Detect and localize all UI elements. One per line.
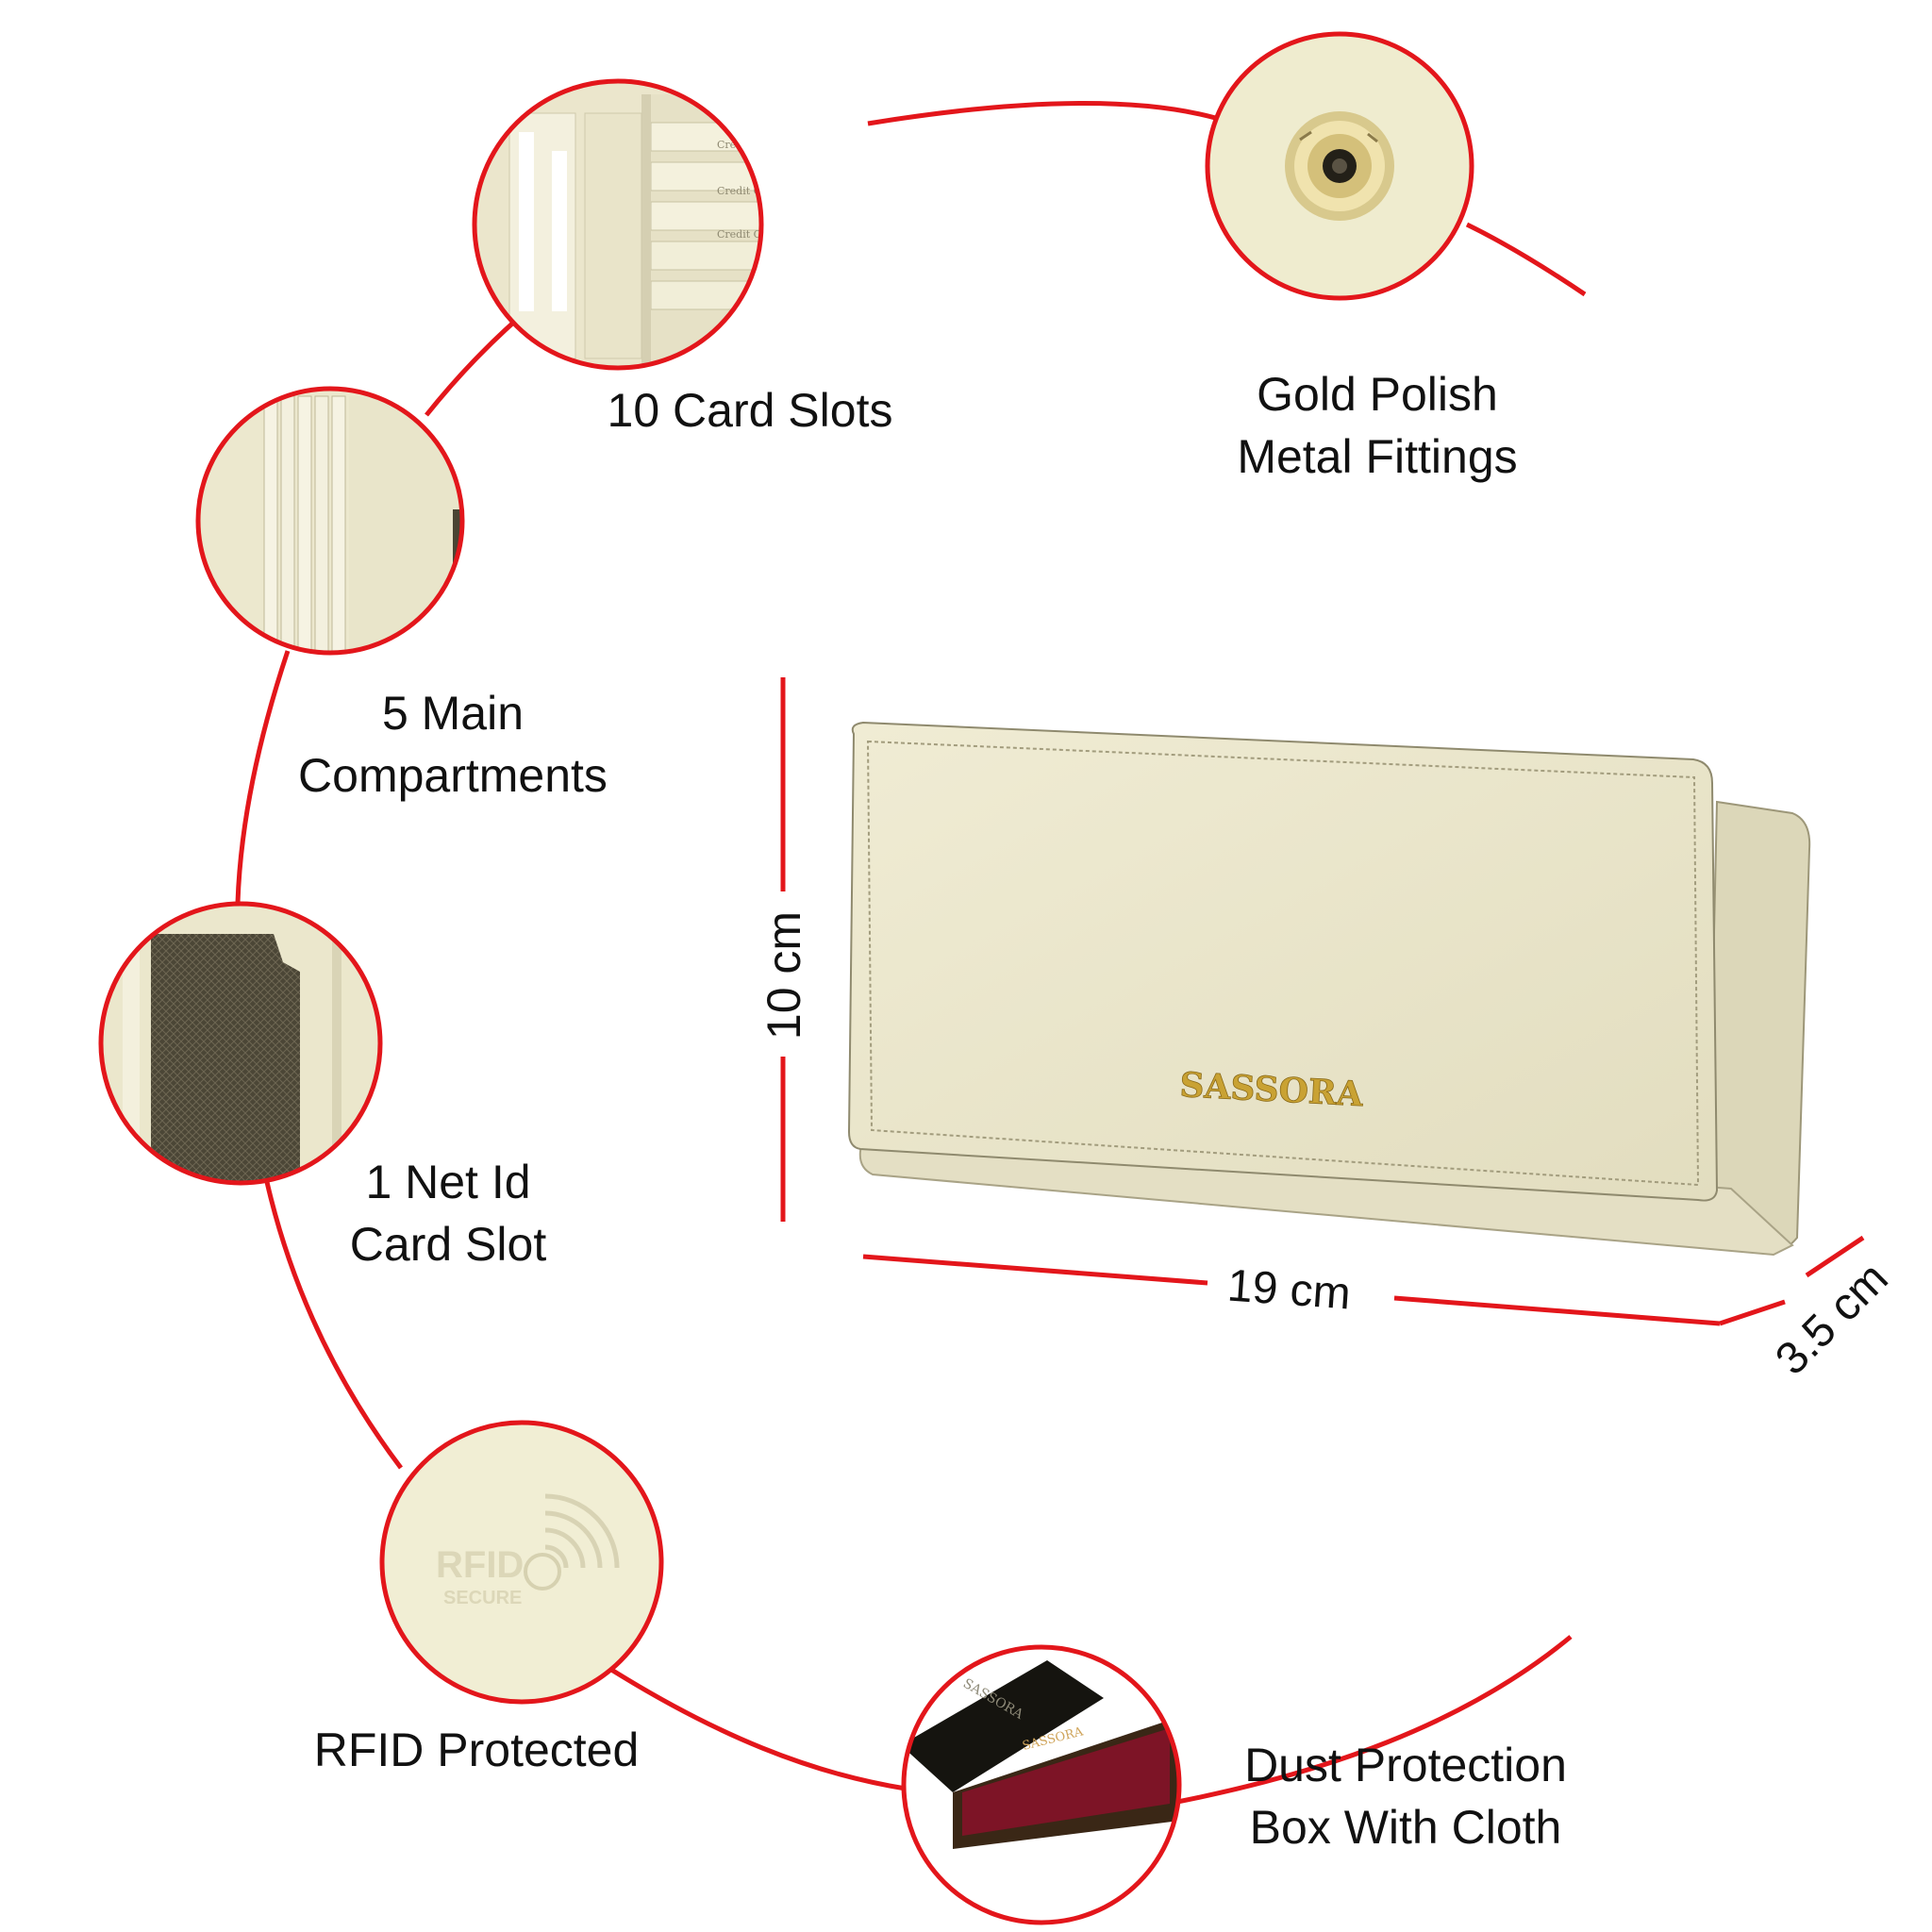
depth-label: 3.5 cm — [1766, 1253, 1897, 1384]
connector-arc — [1176, 1635, 1573, 1805]
net-id-line1: 1 Net Id — [365, 1156, 531, 1208]
rfid-emboss-photo: RFID SECURE — [379, 1420, 664, 1705]
connector-arc — [867, 101, 1232, 126]
dust-box-caption: Dust Protection Box With Cloth — [1184, 1734, 1627, 1858]
connector-arc — [1465, 222, 1587, 297]
rfid-caption: RFID Protected — [269, 1719, 684, 1781]
wallet-product: SASSORA — [847, 721, 1811, 1257]
compartments-line2: Compartments — [298, 749, 608, 802]
credit-card-label: Credit Card — [717, 228, 779, 241]
connector-arc — [264, 1181, 403, 1470]
card-slots-photo: Credit Card Credit Card Credit Card — [472, 78, 779, 371]
width-label: 19 cm — [1225, 1260, 1353, 1320]
net-id-slot-photo — [98, 901, 383, 1186]
connector-arc — [235, 650, 291, 904]
net-id-line2: Card Slot — [349, 1218, 547, 1271]
depth-dimension-line — [1719, 1235, 1865, 1326]
compartments-photo — [195, 386, 465, 656]
rfid-text: RFID Protected — [313, 1724, 640, 1776]
net-id-caption: 1 Net Id Card Slot — [250, 1151, 646, 1275]
gold-polish-line1: Gold Polish — [1257, 368, 1498, 421]
card-slots-caption: 10 Card Slots — [552, 379, 948, 441]
compartments-caption: 5 Main Compartments — [245, 682, 660, 807]
credit-card-label: Credit Card — [717, 139, 779, 151]
rfid-emboss-text: RFID — [436, 1544, 524, 1586]
compartments-line1: 5 Main — [381, 687, 525, 740]
gold-polish-line2: Metal Fittings — [1237, 430, 1518, 483]
connector-arc — [607, 1665, 907, 1791]
credit-card-label: Credit Card — [717, 185, 779, 197]
card-slots-text: 10 Card Slots — [607, 384, 893, 437]
dust-box-photo: SASSORA SASSORA — [901, 1644, 1182, 1925]
width-dimension-line — [862, 1254, 1721, 1326]
rfid-emboss-subtext: SECURE — [443, 1588, 522, 1608]
gold-polish-caption: Gold Polish Metal Fittings — [1160, 363, 1594, 488]
dust-box-line2: Box With Cloth — [1249, 1801, 1562, 1854]
height-label: 10 cm — [758, 911, 810, 1040]
gold-fitting-photo — [1205, 31, 1474, 301]
dust-box-line1: Dust Protection — [1244, 1739, 1567, 1791]
